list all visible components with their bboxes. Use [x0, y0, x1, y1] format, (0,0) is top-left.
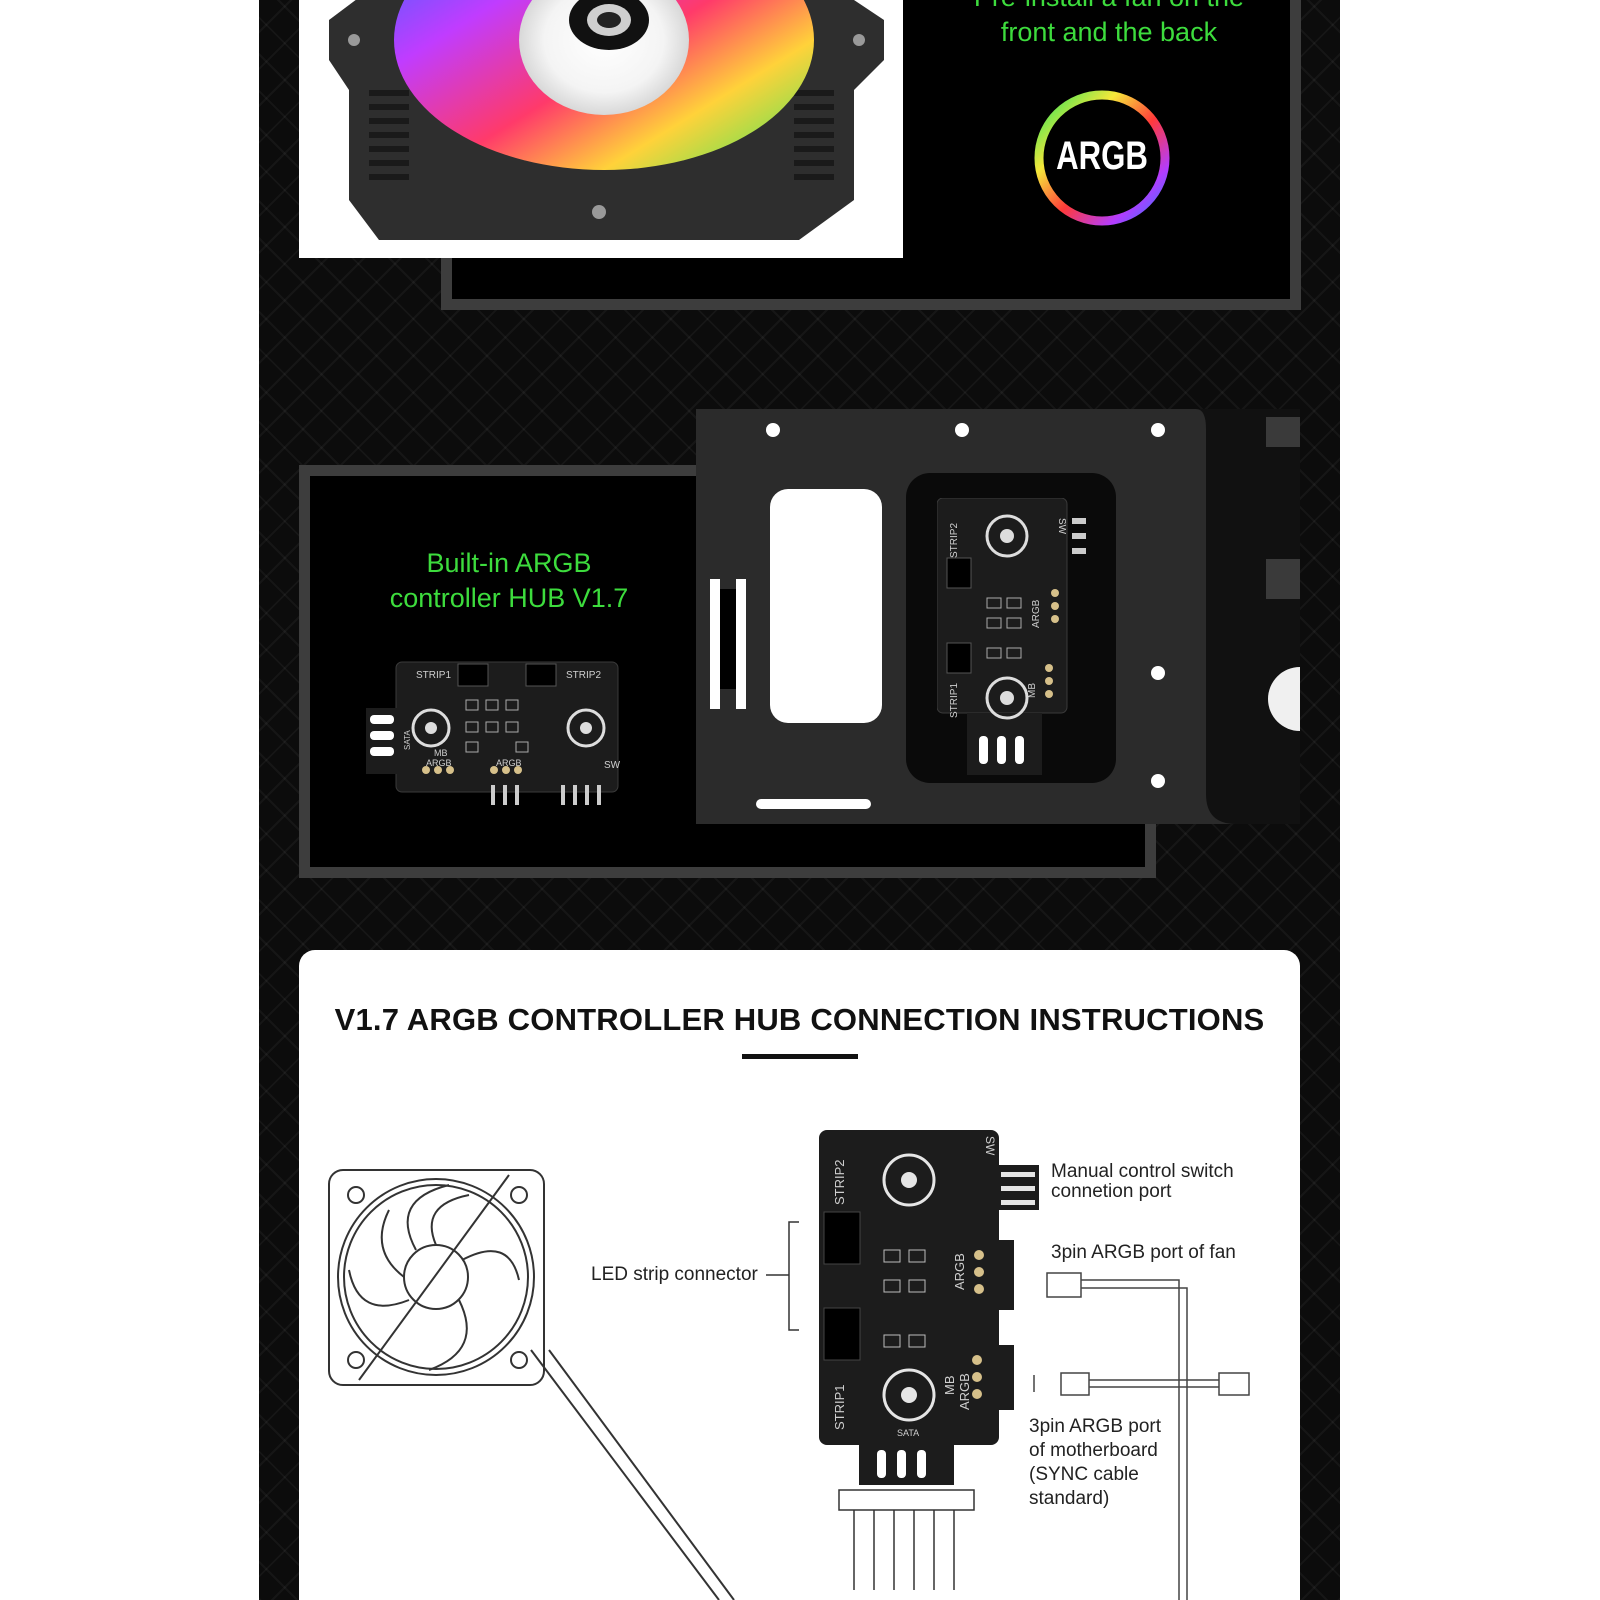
pcb-strip2-label-h: STRIP2	[566, 670, 601, 681]
pcb-mb-label: MB	[1027, 683, 1038, 698]
pcb-sw-label-h: SW	[604, 760, 621, 771]
pcb-sw-label: SW	[1056, 518, 1067, 535]
argb-badge-text: ARGB	[1056, 134, 1148, 178]
top-heading-line1: Pre-install a fan on the	[919, 0, 1299, 15]
diagram-argb-label-2: ARGB	[957, 1373, 972, 1410]
diagram-strip2-label: STRIP2	[832, 1159, 847, 1205]
fan-photo-panel	[299, 0, 903, 258]
diagram-mb-label: MB	[942, 1376, 957, 1396]
callout-mb-port-line4: standard)	[1029, 1488, 1110, 1509]
rgb-fan-image	[329, 0, 884, 240]
diagram-argb-label: ARGB	[952, 1253, 967, 1290]
top-heading-line2: front and the back	[1000, 17, 1218, 47]
pcb-mb-label-h: MB	[434, 748, 448, 758]
title-underline	[742, 1054, 858, 1059]
middle-heading: Built-in ARGB controller HUB V1.7	[319, 546, 699, 616]
pcb-strip2-label: STRIP2	[949, 523, 960, 558]
diagram-sw-label: SW	[983, 1136, 997, 1156]
callout-mb-port: 3pin ARGB port of motherboard (SYNC cabl…	[1029, 1415, 1161, 1511]
fan-line-drawing	[328, 1169, 735, 1600]
hub-board-horizontal: STRIP1 STRIP2 MB ARGB ARGB SW SATA	[366, 661, 621, 805]
pcb-strip1-label: STRIP1	[949, 683, 960, 718]
instructions-title: V1.7 ARGB CONTROLLER HUB CONNECTION INST…	[334, 1002, 1265, 1037]
diagram-strip1-label: STRIP1	[832, 1384, 847, 1430]
callout-mb-port-line2: of motherboard	[1029, 1440, 1158, 1461]
callout-mb-port-line3: (SYNC cable	[1029, 1464, 1139, 1485]
instructions-panel: V1.7 ARGB CONTROLLER HUB CONNECTION INST…	[299, 950, 1300, 1600]
callout-manual-switch-line1: Manual control switch	[1051, 1161, 1234, 1182]
connection-diagram: STRIP2 STRIP1 ARGB MB ARGB SW SATA	[328, 1130, 1250, 1600]
callout-manual-switch: Manual control switch connetion port	[1051, 1162, 1234, 1202]
middle-heading-line2: controller HUB V1.7	[389, 583, 629, 613]
middle-heading-line1: Built-in ARGB	[426, 548, 592, 578]
pcb-sata-label-h: SATA	[403, 730, 412, 750]
diagram-sata-label: SATA	[897, 1428, 919, 1438]
connection-cables	[1033, 1272, 1250, 1600]
product-poster: Pre-install a fan on the front and the b…	[259, 0, 1340, 1600]
hub-board-diagram: STRIP2 STRIP1 ARGB MB ARGB SW SATA	[819, 1130, 1039, 1590]
callout-fan-port: 3pin ARGB port of fan	[1051, 1242, 1236, 1263]
callout-led-strip: LED strip connector	[591, 1264, 758, 1285]
callout-manual-switch-line2: connetion port	[1051, 1181, 1172, 1202]
argb-ring-icon	[1034, 90, 1170, 226]
pcb-strip1-label-h: STRIP1	[416, 670, 451, 681]
pcb-argb-label-h2: ARGB	[496, 758, 522, 768]
hub-board-vertical: STRIP2 STRIP1 ARGB MB SW	[937, 498, 1086, 775]
led-strip-bracket	[766, 1221, 799, 1331]
argb-badge: ARGB	[1032, 88, 1172, 228]
pcb-argb-label-h1: ARGB	[426, 758, 452, 768]
callout-mb-port-line1: 3pin ARGB port	[1029, 1416, 1162, 1437]
top-heading: Pre-install a fan on the front and the b…	[919, 0, 1299, 50]
pcb-argb-label: ARGB	[1031, 599, 1042, 628]
